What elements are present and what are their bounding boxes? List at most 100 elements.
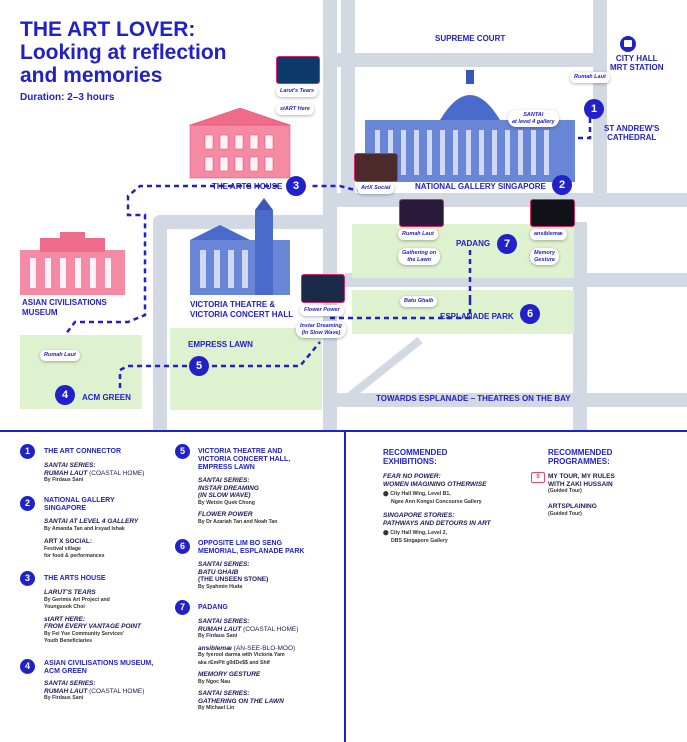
pill-start-here[interactable]: stART Here	[276, 104, 314, 115]
legend-stop-2: 2	[20, 496, 35, 511]
legend-7-by2b: aka rEmPit g0dDe$$ and Shif	[198, 659, 270, 666]
acm-label: ASIAN CIVILISATIONS MUSEUM	[22, 298, 107, 318]
legend-3-by3: By Fei Yue Community Services'	[44, 630, 125, 637]
legend-divider-vertical	[344, 430, 346, 742]
pill-artx-social[interactable]: ArtX Social	[357, 183, 395, 194]
pill-gathering[interactable]: Gathering on the Lawn	[398, 248, 441, 265]
stop-5-marker[interactable]: 5	[189, 356, 209, 376]
legend-7-heading: PADANG	[198, 604, 228, 611]
pill-instar-dreaming[interactable]: Instar Dreaming (In Slow Wave)	[296, 321, 346, 338]
programme-1[interactable]: MY TOUR, MY RULES WITH ZAKI HUSSAIN (Gui…	[548, 473, 615, 496]
legend-4-heading-2: ACM GREEN	[44, 668, 87, 675]
stop-4-marker[interactable]: 4	[55, 385, 75, 405]
programme-2[interactable]: ARTSPLAINING (Guided Tour)	[548, 503, 597, 518]
stop-7-marker[interactable]: 7	[497, 234, 517, 254]
legend-stop-5: 5	[175, 444, 190, 459]
legend-5-by2: By Dr Azariah Tan and Noah Tan	[198, 518, 278, 525]
acm-line-1: ASIAN CIVILISATIONS	[22, 298, 107, 307]
laruts-tears-thumbnail[interactable]	[276, 56, 320, 84]
location-pin-icon: ⬤	[383, 491, 389, 497]
legend-6-work2: (THE UNSEEN STONE)	[198, 576, 269, 583]
legend-7-work2-sub: (AN-SEE-BLO-MOO)	[231, 644, 296, 652]
legend-4-work-sub: (COASTAL HOME)	[87, 687, 145, 695]
recommended-exhibitions-heading: RECOMMENDED EXHIBITIONS:	[383, 448, 447, 466]
exhibition-1[interactable]: FEAR NO POWER: WOMEN IMAGINING OTHERWISE…	[383, 473, 487, 506]
title-line-1: THE ART LOVER:	[20, 18, 196, 41]
prog2-title: ARTSPLAINING	[548, 503, 597, 510]
gathering-line-2: the Lawn	[407, 256, 432, 263]
legend-2-heading-1: NATIONAL GALLERY	[44, 497, 115, 504]
legend-5-work1: INSTAR DREAMING	[198, 484, 259, 492]
rumah-laut-padang-thumbnail[interactable]	[399, 199, 444, 227]
legend-1-heading: THE ART CONNECTOR	[44, 448, 121, 455]
legend-7-work-sub: (COASTAL HOME)	[241, 625, 299, 633]
acm-green-area	[20, 335, 142, 409]
legend-7-series2: SANTAI SERIES:	[198, 690, 250, 697]
instar-line-1: Instar Dreaming	[300, 323, 342, 329]
road-parliament	[153, 200, 337, 430]
legend-2-sub1: Festival village	[44, 545, 81, 552]
ticket-icon: $	[531, 472, 545, 483]
rec-prog-head-2: PROGRAMMES:	[548, 457, 610, 466]
legend-5-work3: FLOWER POWER	[198, 511, 253, 518]
legend-7-details: SANTAI SERIES: RUMAH LAUT (COASTAL HOME)…	[198, 618, 298, 713]
victoria-label: VICTORIA THEATRE & VICTORIA CONCERT HALL	[190, 300, 293, 320]
acm-illustration	[20, 232, 125, 295]
st-andrews-label: ST ANDREW'S CATHEDRAL	[604, 124, 659, 142]
stop-3-marker[interactable]: 3	[286, 176, 306, 196]
legend-stop-1: 1	[20, 444, 35, 459]
arts-house-label: THE ARTS HOUSE	[212, 182, 283, 191]
artx-social-thumbnail[interactable]	[354, 153, 398, 182]
legend-4-details: SANTAI SERIES: RUMAH LAUT (COASTAL HOME)…	[44, 680, 144, 703]
legend-3-work: LARUT'S TEARS	[44, 589, 96, 596]
empress-lawn-label: EMPRESS LAWN	[188, 340, 253, 349]
legend-1-details: SANTAI SERIES: RUMAH LAUT (COASTAL HOME)…	[44, 462, 144, 485]
exhibition-2[interactable]: SINGAPORE STORIES: PATHWAYS AND DETOURS …	[383, 512, 491, 545]
city-hall-mrt-label: CITY HALL MRT STATION	[610, 54, 663, 72]
flower-power-thumbnail[interactable]	[301, 274, 345, 303]
legend-5-heading-2: VICTORIA CONCERT HALL,	[198, 456, 291, 463]
pill-santai-gallery[interactable]: SANTAI at level 4 gallery	[508, 110, 559, 127]
legend-7-series: SANTAI SERIES:	[198, 618, 250, 625]
pill-flower-power[interactable]: Flower Power	[300, 305, 344, 316]
pill-batu-ghaib[interactable]: Batu Ghaib	[400, 296, 438, 307]
legend-4-heading-1: ASIAN CIVILISATIONS MUSEUM,	[44, 660, 154, 667]
exh2-loc2: DBS Singapore Gallery	[391, 537, 448, 544]
legend-2-work2: ART X SOCIAL:	[44, 538, 93, 545]
memory-line-1: Memory	[534, 250, 556, 256]
st-andrews-line: ST ANDREW'S	[604, 124, 660, 133]
legend-1-series: SANTAI SERIES:	[44, 462, 96, 469]
recommended-programmes-heading: RECOMMENDED PROGRAMMES:	[548, 448, 612, 466]
ansibleman-thumbnail[interactable]	[530, 199, 575, 227]
acm-green-label: ACM GREEN	[82, 393, 131, 402]
title-line-2: Looking at reflection	[20, 41, 227, 64]
prog1-sub: (Guided Tour)	[548, 488, 582, 494]
pill-laruts-tears[interactable]: Larut's Tears	[276, 86, 319, 97]
legend-1-by: By Firdaus Sani	[44, 477, 84, 483]
gallery-line: at level 4 gallery	[512, 118, 555, 125]
legend-6-heading: OPPOSITE LIM BO SENG MEMORIAL, ESPLANADE…	[198, 540, 304, 556]
pill-rumah-laut-7[interactable]: Rumah Laut	[398, 229, 438, 240]
legend-7-work3: MEMORY GESTURE	[198, 671, 261, 678]
legend-7-work: RUMAH LAUT	[198, 625, 242, 633]
legend-1-work-sub: (COASTAL HOME)	[87, 469, 145, 477]
route-5-6a	[212, 341, 321, 368]
legend-3-work2a: stART HERE:	[44, 615, 86, 623]
exh1-title2: WOMEN IMAGINING OTHERWISE	[383, 480, 487, 488]
legend-2-heading-2: SINGAPORE	[44, 505, 87, 512]
stop-1-marker[interactable]: 1	[584, 99, 604, 119]
stop-2-marker[interactable]: 2	[552, 175, 572, 195]
arts-house-illustration	[189, 107, 291, 179]
stop-6-marker[interactable]: 6	[520, 304, 540, 324]
exh1-title: FEAR NO POWER:	[383, 473, 441, 480]
pill-memory-gesture[interactable]: Memory Gesture	[530, 248, 560, 265]
pill-rumah-laut-1[interactable]: Rumah Laut	[570, 72, 610, 83]
legend-6-by: By Syahmin Huda	[198, 583, 243, 590]
pill-ansibleman[interactable]: ansiblemæ	[530, 229, 567, 240]
legend-5-series: SANTAI SERIES:	[198, 477, 250, 484]
legend-2-by: By Amanda Tan and Irsyad Ishak	[44, 525, 125, 532]
padang-label: PADANG	[456, 239, 491, 248]
legend-6-heading-1: OPPOSITE LIM BO SENG	[198, 540, 283, 547]
victoria-line-2: VICTORIA CONCERT HALL	[190, 310, 294, 319]
pill-rumah-laut-4[interactable]: Rumah Laut	[40, 350, 80, 361]
